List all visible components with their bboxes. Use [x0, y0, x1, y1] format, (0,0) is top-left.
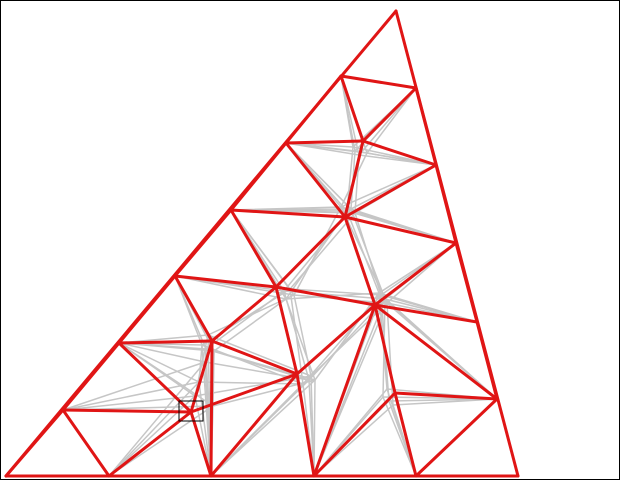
- history-edge: [62, 395, 196, 411]
- mesh-edge: [295, 303, 377, 376]
- mesh-edge: [189, 372, 299, 414]
- history-edge: [285, 142, 368, 154]
- mesh-edge: [312, 391, 397, 478]
- mesh-edge: [107, 410, 193, 478]
- history-edge: [207, 294, 295, 336]
- mesh-edge: [210, 285, 278, 343]
- history-edge: [108, 381, 200, 477]
- history-edge: [340, 164, 437, 208]
- mesh-edge: [209, 372, 299, 478]
- history-edge: [62, 381, 200, 411]
- history-edge: [198, 381, 304, 385]
- mesh-edge: [173, 208, 233, 278]
- history-edge: [310, 302, 388, 377]
- history-edge: [313, 302, 388, 477]
- mesh-edge: [61, 408, 111, 478]
- mesh-edge: [343, 163, 438, 219]
- mesh-edge: [475, 320, 499, 401]
- mesh-edge: [339, 74, 365, 143]
- mesh-edge: [209, 339, 214, 478]
- history-edge: [340, 75, 354, 148]
- mesh-edge: [274, 285, 377, 307]
- mesh-edge: [343, 139, 365, 219]
- mesh-edge: [4, 408, 65, 478]
- history-edge: [213, 298, 287, 352]
- mesh-edge: [373, 303, 499, 401]
- history-edge: [210, 375, 312, 477]
- history-edge: [62, 361, 206, 411]
- mesh-edge: [229, 141, 288, 212]
- mesh-edge: [434, 163, 458, 245]
- mesh-edge: [373, 303, 479, 324]
- history-edge: [108, 395, 196, 477]
- mesh-edge: [343, 215, 458, 245]
- history-edge: [289, 288, 304, 385]
- mesh-edge: [454, 241, 479, 324]
- history-edge: [207, 334, 312, 377]
- history-edge: [118, 342, 215, 352]
- history-edge: [210, 379, 316, 477]
- mesh-edge: [373, 241, 458, 307]
- mesh-edge: [343, 215, 377, 307]
- mesh-edge: [117, 341, 193, 414]
- mesh-edge: [312, 303, 377, 478]
- mesh-edge: [229, 208, 347, 219]
- history-edge: [313, 379, 316, 477]
- mesh-edge: [373, 303, 397, 395]
- mesh-edge: [414, 86, 438, 167]
- mesh-edge: [339, 74, 418, 90]
- history-edge: [346, 210, 380, 294]
- history-edge: [285, 298, 316, 381]
- mesh-edge: [414, 397, 499, 478]
- history-edge: [118, 342, 200, 383]
- history-edge: [194, 334, 209, 397]
- mesh-edge: [361, 139, 438, 167]
- history-edge: [392, 398, 498, 406]
- mesh-edge: [189, 410, 213, 478]
- mesh-edge: [393, 391, 499, 401]
- mesh-edge: [284, 74, 343, 145]
- mesh-edge: [284, 139, 365, 145]
- mesh-edge: [393, 391, 418, 478]
- history-edge: [293, 206, 342, 296]
- mesh-edge: [295, 372, 316, 478]
- history-edge: [314, 292, 380, 381]
- mesh-edge: [210, 339, 299, 376]
- mesh-edge: [274, 285, 299, 376]
- selected-vertex-box[interactable]: [178, 400, 204, 422]
- mesh-history-layer: [62, 75, 498, 477]
- history-edge: [174, 275, 203, 346]
- history-edge: [289, 212, 356, 290]
- history-edge: [118, 342, 206, 363]
- mesh-edge: [173, 274, 214, 343]
- mesh-current-layer: [4, 9, 520, 478]
- mesh-edge: [117, 274, 177, 345]
- mesh-edge: [117, 339, 214, 345]
- history-edge: [378, 292, 498, 400]
- mesh-edge: [274, 215, 347, 289]
- history-edge: [378, 292, 478, 323]
- mesh-edge: [189, 339, 214, 414]
- mesh-edge: [229, 208, 278, 289]
- history-edge: [386, 302, 394, 406]
- mesh-edge: [61, 408, 193, 414]
- history-edge: [108, 361, 206, 477]
- mesh-edge: [284, 141, 347, 219]
- mesh-edge: [61, 341, 121, 412]
- history-edge: [366, 87, 417, 154]
- mesh-edge: [361, 86, 418, 143]
- mesh-edge: [173, 274, 278, 289]
